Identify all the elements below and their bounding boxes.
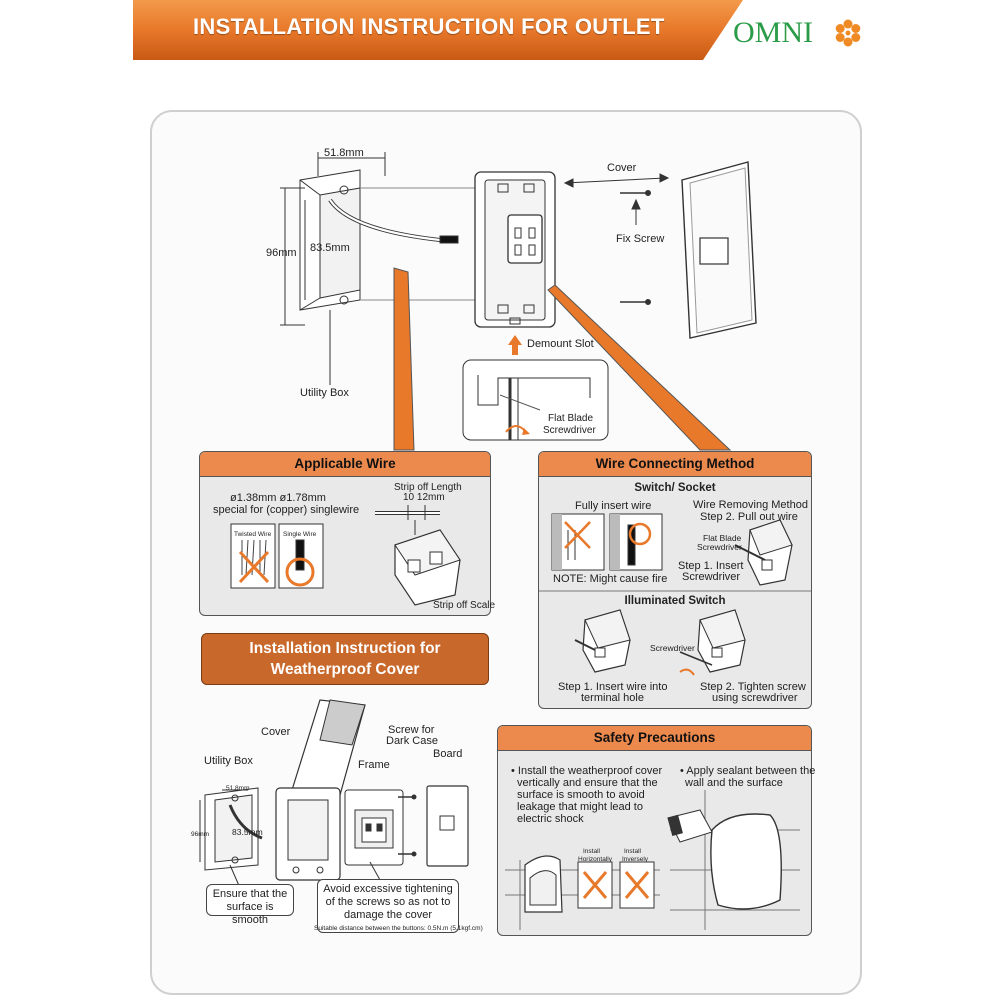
demount-slot-label: Demount Slot <box>527 338 594 350</box>
screwdriver-label: Screwdriver <box>543 425 596 436</box>
wp-cover-label: Cover <box>261 726 291 738</box>
avoid-line1: Avoid excessive tightening <box>323 883 453 895</box>
wp-utility-box-label: Utility Box <box>204 755 253 767</box>
install-horiz-line1: Install <box>583 848 600 855</box>
safety-bullet1-line5: electric shock <box>517 813 584 825</box>
smooth-line2: surface is smooth <box>226 901 274 926</box>
removing-method-label: Wire Removing Method <box>693 499 808 511</box>
cover-label: Cover <box>607 162 637 174</box>
suitable-distance-note: Suitable distance between the buttons: 0… <box>314 925 483 932</box>
step2-pull-label: Step 2. Pull out wire <box>700 511 798 523</box>
wp-dark-case-label: Dark Case <box>386 735 438 747</box>
step1-insert-label: Step 1. Insert <box>678 560 744 572</box>
smooth-line1: Ensure that the <box>212 888 288 900</box>
safety-bullet1-line4: leakage that might lead to <box>517 801 643 813</box>
flower-logo-icon <box>835 19 861 47</box>
fully-insert-label: Fully insert wire <box>575 500 652 512</box>
avoid-line2: of the screws so as not to <box>325 896 451 908</box>
brand-logo: OMNI <box>733 10 881 50</box>
single-wire-label: Single Wire <box>283 531 317 538</box>
install-inverse-line1: Install <box>624 848 641 855</box>
avoid-line3: damage the cover <box>343 909 433 921</box>
strip-length-label: Strip off Length <box>394 482 462 493</box>
header-band <box>133 0 743 60</box>
dim-inner-label: 83.5mm <box>310 242 350 254</box>
wire-special-label: special for (copper) singlewire <box>213 504 360 516</box>
note-fire-label: NOTE: Might cause fire <box>553 573 668 585</box>
twisted-wire-label: Twisted Wire <box>234 531 272 538</box>
dim-height-label: 96mm <box>266 247 297 259</box>
wire-sizes-label: ø1.38mm ø1.78mm <box>230 492 326 504</box>
install-horiz-line2: Horizontally <box>578 856 612 863</box>
utility-box-label: Utility Box <box>300 387 349 399</box>
fix-screw-label: Fix Screw <box>616 233 665 245</box>
safety-bullet1-line2: vertically and ensure that the <box>517 777 658 789</box>
wp-board-label: Board <box>433 748 463 760</box>
strip-value-label: 10 12mm <box>403 492 445 503</box>
ill-step2-line2: using screwdriver <box>712 692 798 704</box>
ill-screwdriver-label: Screwdriver <box>650 643 695 653</box>
ill-step2-line1: Step 2. Tighten screw <box>700 681 806 693</box>
weatherproof-banner-line1: Installation Instruction for <box>249 640 441 657</box>
ill-step1-line1: Step 1. Insert wire into <box>558 681 668 693</box>
safety-bullet2-line1: • Apply sealant between the <box>680 765 816 777</box>
weatherproof-banner: Installation Instruction for Weatherproo… <box>201 633 489 685</box>
wp-dim-width-label: 51.8mm <box>226 785 250 792</box>
smooth-surface-callout: Ensure that the surface is smooth <box>206 884 294 926</box>
illuminated-switch-subtitle: Illuminated Switch <box>624 595 726 607</box>
page-title: INSTALLATION INSTRUCTION FOR OUTLET <box>193 14 665 39</box>
dim-width-label: 51.8mm <box>324 147 364 159</box>
safety-bullet1-line3: surface is smooth to avoid <box>517 789 645 801</box>
flat-blade-label: Flat Blade <box>548 413 594 424</box>
safety-bullet1-line1: • Install the weatherproof cover <box>511 765 663 777</box>
ill-step1-line2: terminal hole <box>581 692 644 704</box>
install-inverse-line2: Inversely <box>622 856 649 863</box>
step1-screwdriver-label: Screwdriver <box>682 571 741 583</box>
wp-dim-height-label: 96mm <box>191 831 210 838</box>
header: INSTALLATION INSTRUCTION FOR OUTLET OMNI <box>133 0 881 60</box>
wire-connecting-box: Wire Connecting Method <box>538 451 812 709</box>
safety-bullet2-line2: wall and the surface <box>685 777 783 789</box>
strip-scale-label: Strip off Scale <box>433 600 496 611</box>
screwdriver-small-label: Screwdriver <box>697 542 742 552</box>
avoid-tightening-callout: Avoid excessive tightening of the screws… <box>314 879 483 933</box>
weatherproof-banner-line2: Weatherproof Cover <box>270 661 420 678</box>
wire-connecting-title: Wire Connecting Method <box>539 452 811 477</box>
brand-name: OMNI <box>733 16 813 49</box>
wp-frame-label: Frame <box>358 759 390 771</box>
wp-screw-for-label: Screw for <box>388 724 435 736</box>
safety-title: Safety Precautions <box>498 726 811 751</box>
flat-blade-small-label: Flat Blade <box>703 533 742 543</box>
applicable-wire-title: Applicable Wire <box>200 452 490 477</box>
switch-socket-subtitle: Switch/ Socket <box>634 482 716 494</box>
wp-dim-inner-label: 83.5mm <box>232 827 263 837</box>
